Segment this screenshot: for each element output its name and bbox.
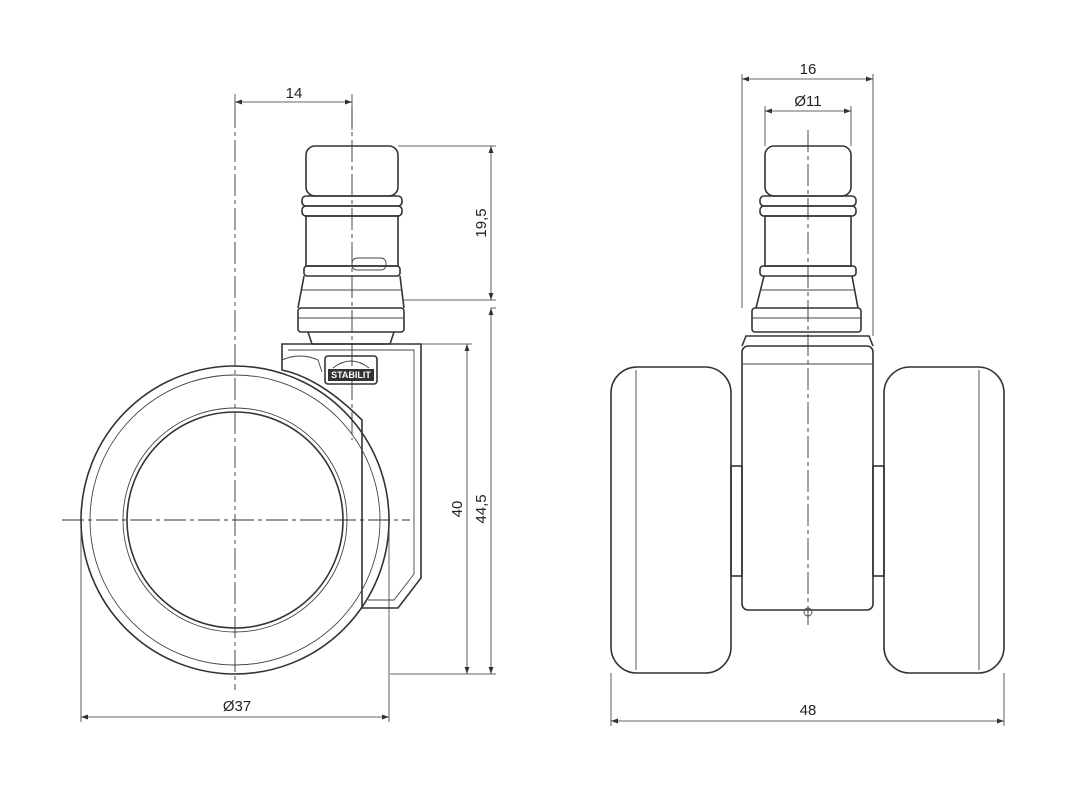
dimension-stem-length: 19,5 <box>398 145 496 301</box>
front-stem-neck <box>755 275 859 309</box>
side-view: STABILIT 14 19,5 40 <box>62 85 496 722</box>
dimension-mount-width-label: 16 <box>800 61 817 78</box>
housing-inner-edge <box>288 349 415 601</box>
stabilit-logo: STABILIT <box>324 355 378 385</box>
mount-plate <box>297 307 405 333</box>
dimension-mount-width: 16 <box>741 61 874 336</box>
dimension-wheel-diameter-label: Ø37 <box>223 698 251 715</box>
dimension-stem-length-label: 19,5 <box>473 208 490 237</box>
dimension-stem-diameter-label: Ø11 <box>794 93 821 110</box>
dimension-axle-to-mount-label: 40 <box>449 501 466 518</box>
stem-neck <box>297 275 405 309</box>
dimension-stem-offset: 14 <box>234 85 353 130</box>
front-view: 16 Ø11 48 <box>610 61 1005 726</box>
front-axle-right <box>872 465 885 577</box>
front-left-wheel <box>610 366 732 674</box>
front-axle-left <box>730 465 743 577</box>
dimension-wheel-diameter: Ø37 <box>80 520 390 722</box>
dimension-stem-diameter: Ø11 <box>764 93 852 146</box>
dimension-stem-offset-label: 14 <box>286 85 303 102</box>
dimension-axle-to-top-label: 44,5 <box>473 494 490 523</box>
dimension-overall-width: 48 <box>610 673 1005 726</box>
dimension-axle-to-mount: 40 <box>390 343 472 675</box>
dimension-overall-width-label: 48 <box>800 702 817 719</box>
housing-shoulder <box>281 355 323 373</box>
front-mount-plate <box>751 307 862 333</box>
mount-plate-neck <box>307 331 395 345</box>
logo-text: STABILIT <box>331 370 371 380</box>
caster-housing <box>281 343 422 609</box>
front-housing-top <box>741 335 874 347</box>
front-housing <box>741 345 874 611</box>
stem-groove-slot <box>351 257 387 271</box>
front-right-wheel <box>883 366 1005 674</box>
dimension-axle-to-top: 44,5 <box>472 307 496 675</box>
